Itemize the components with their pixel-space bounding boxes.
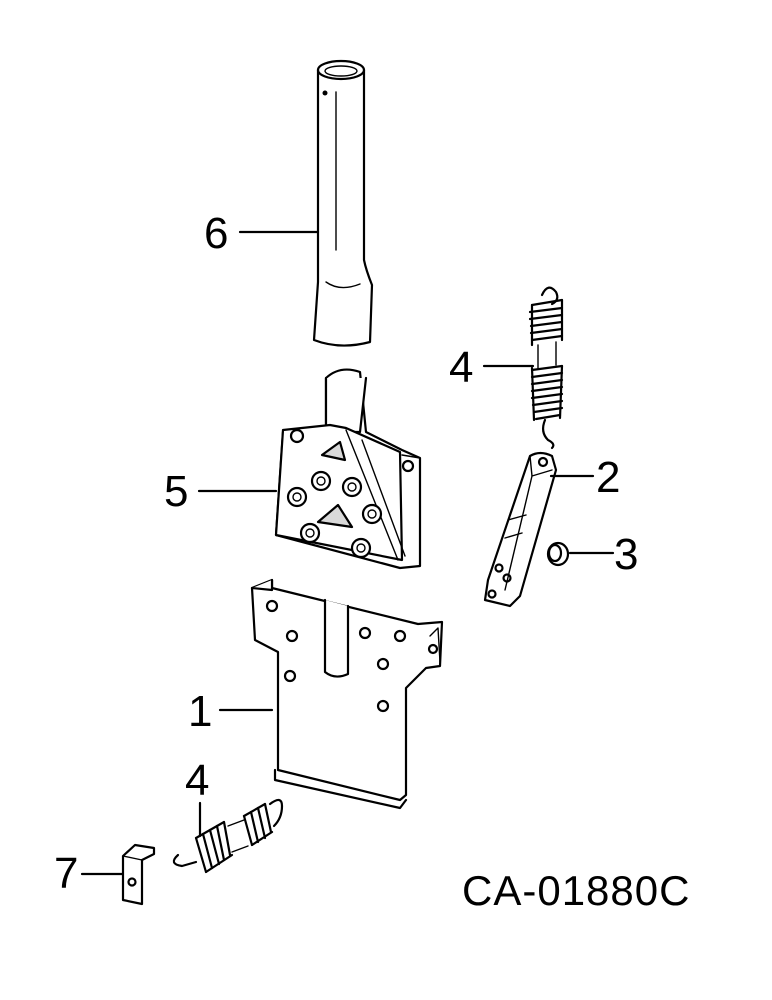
callout-7: 7 <box>54 849 78 898</box>
part-5-casting <box>274 368 422 570</box>
callout-4-lower: 4 <box>185 756 209 805</box>
part-2-arm <box>483 451 558 608</box>
part-4-spring-upper <box>528 286 564 450</box>
callout-3: 3 <box>614 530 638 579</box>
callout-6: 6 <box>204 209 228 258</box>
callout-4-upper: 4 <box>449 343 473 392</box>
callout-2: 2 <box>596 453 620 502</box>
bolt-hole <box>401 459 415 473</box>
diagram-code: CA-01880C <box>462 867 690 914</box>
bolt-hole <box>289 428 305 444</box>
bolt-hole <box>310 470 332 492</box>
leader-lines <box>80 230 615 876</box>
bolt-hole <box>361 503 383 525</box>
bolt-hole <box>299 522 321 544</box>
part-7-bracket <box>121 843 156 906</box>
part-1-plate <box>250 578 444 810</box>
part-4-spring-lower <box>172 798 284 874</box>
callout-1: 1 <box>188 687 212 736</box>
part-6-tube <box>312 59 374 347</box>
bolt-hole <box>286 486 308 508</box>
part-3-bushing <box>546 541 570 567</box>
bolt-hole <box>341 476 363 498</box>
callout-5: 5 <box>164 467 188 516</box>
bolt-hole <box>350 537 372 559</box>
